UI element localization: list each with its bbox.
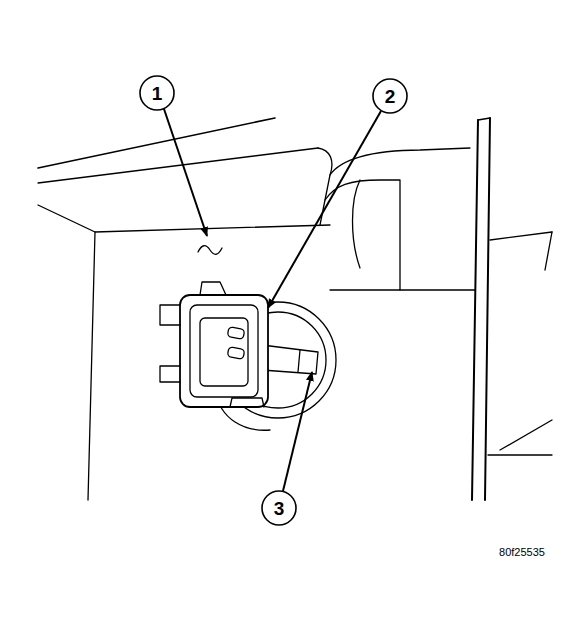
callout-number: 2 [385,87,396,106]
callout-circle [140,76,174,110]
callout-number: 1 [152,84,163,103]
callout-circle [373,79,407,113]
callout-number: 3 [274,499,285,518]
figure-code: 80f25535 [499,547,545,558]
leader-line [164,109,207,236]
leader-line [283,372,312,491]
callout-circle [262,491,296,525]
leader-line [268,111,381,308]
